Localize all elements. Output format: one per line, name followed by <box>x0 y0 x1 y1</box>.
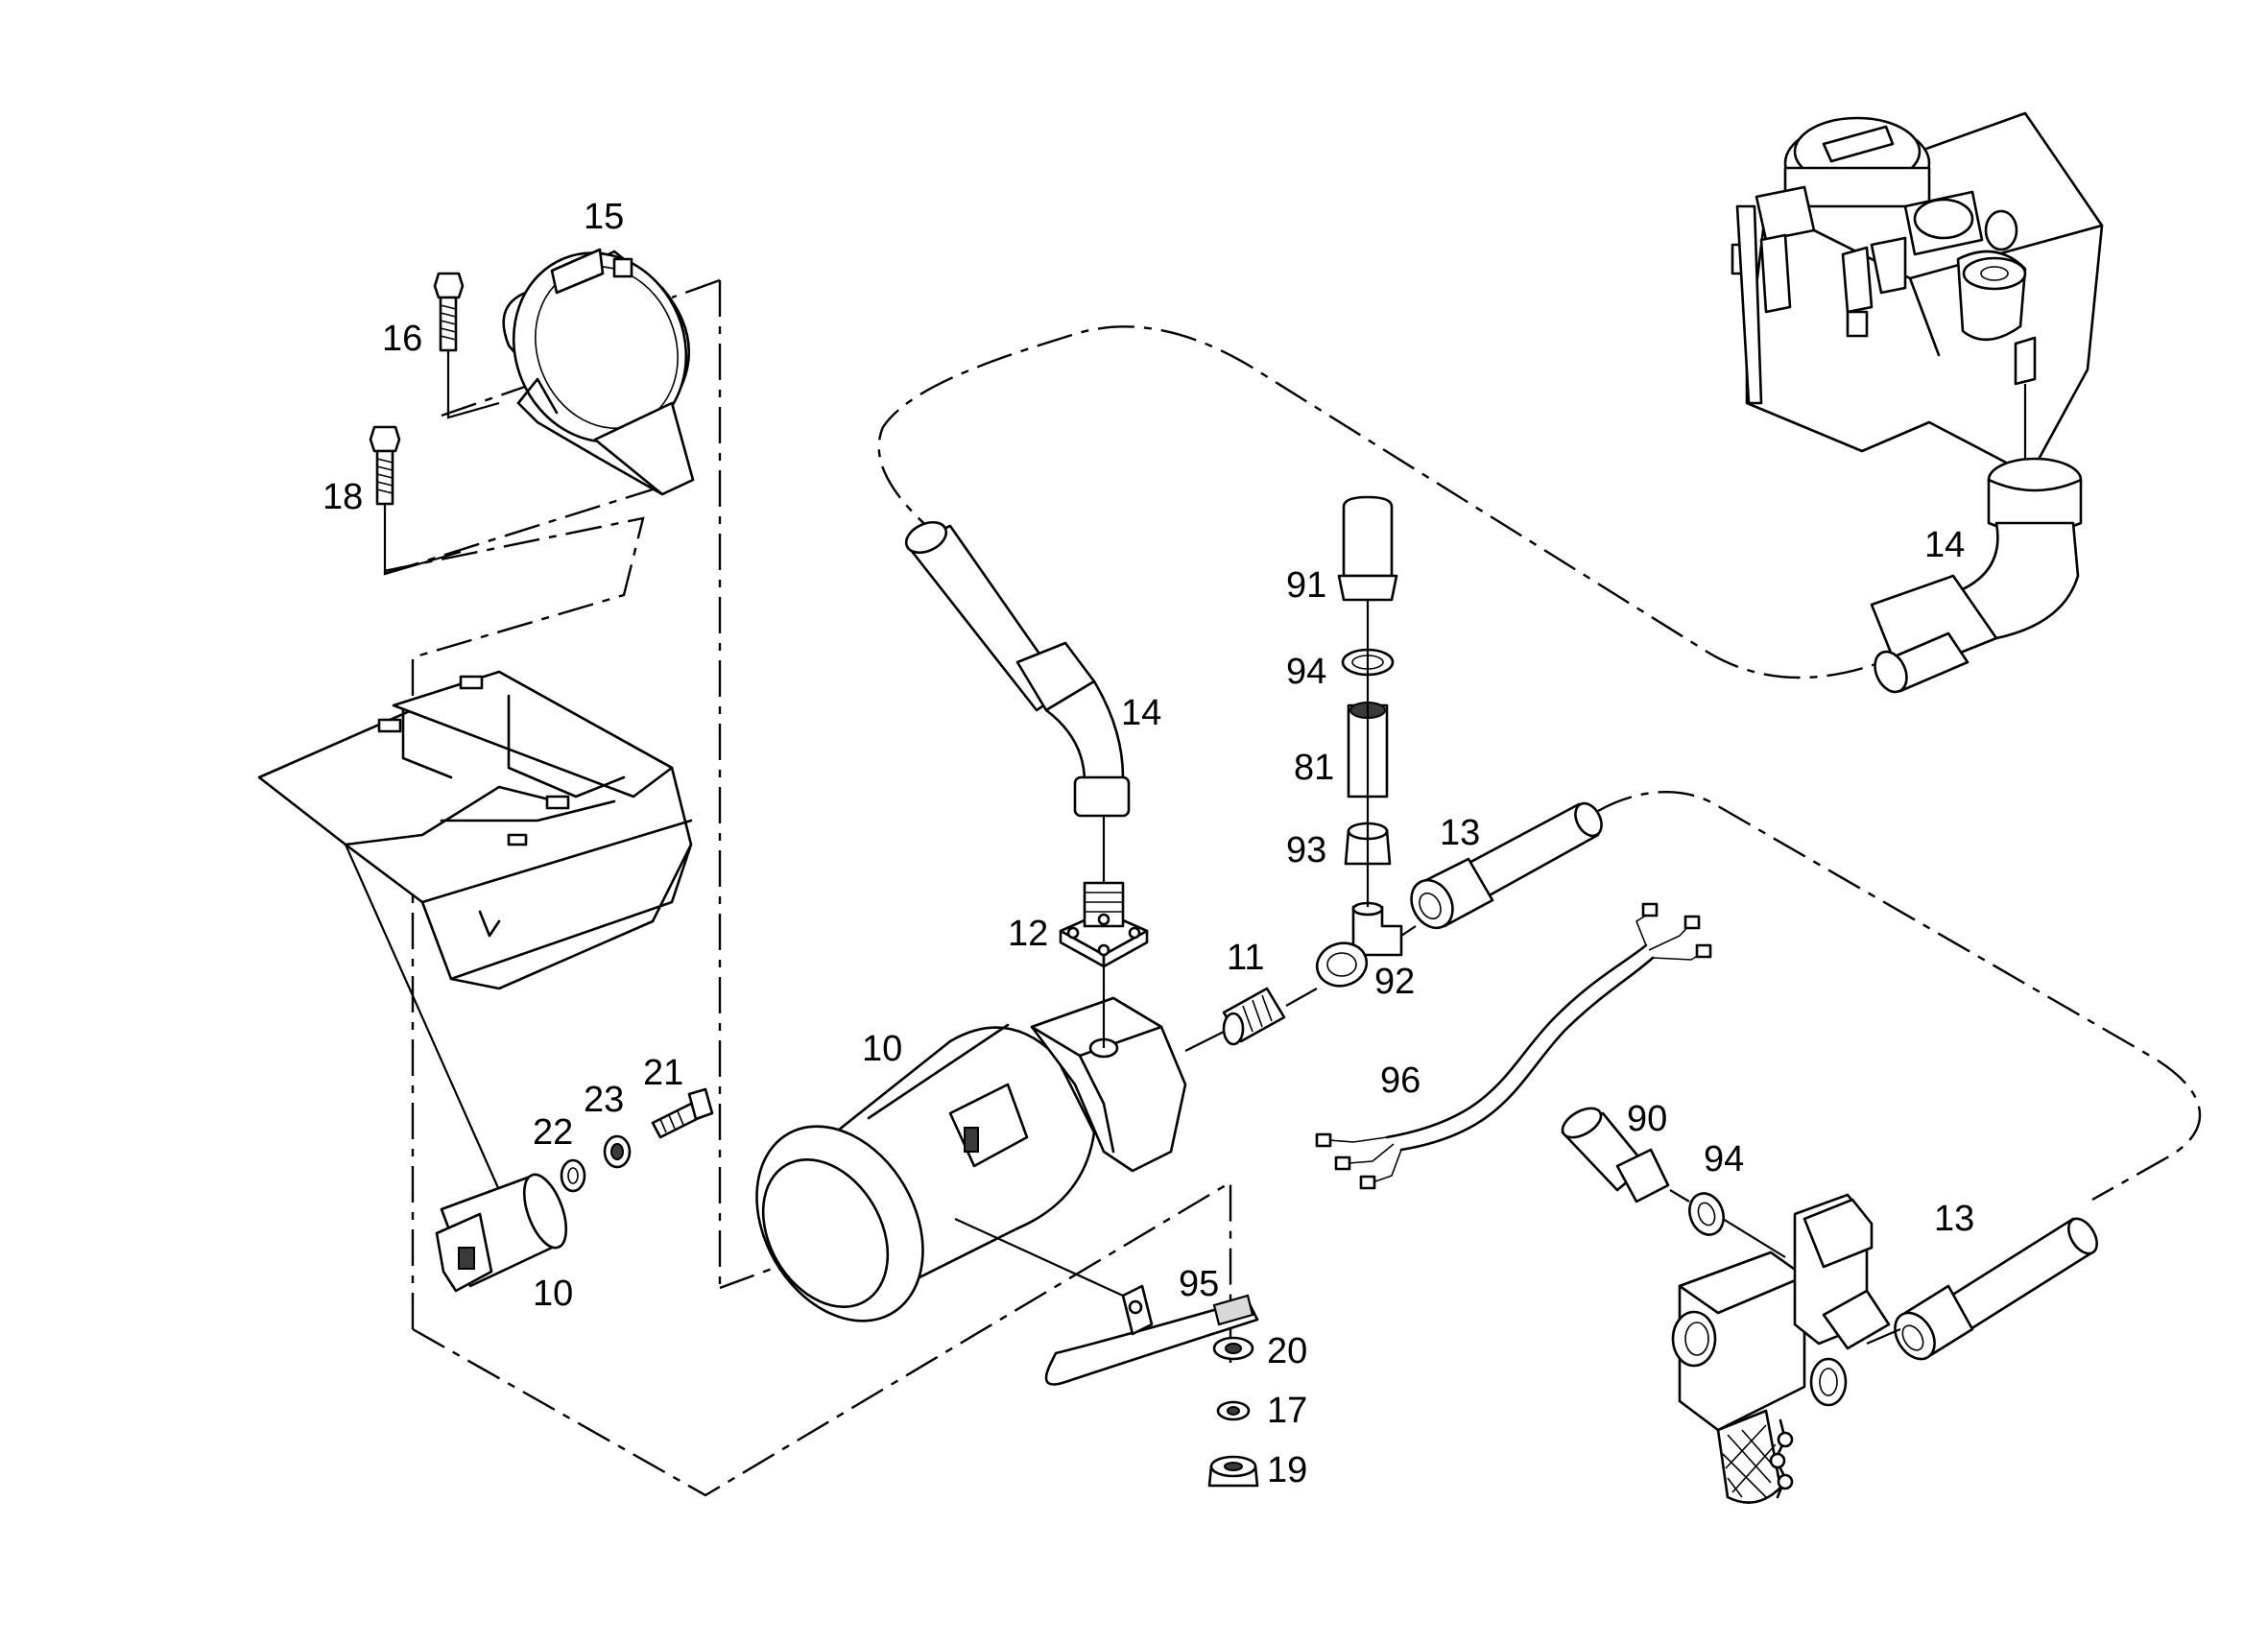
callout-95: 95 <box>1179 1264 1219 1304</box>
fuel-pump-inset <box>1731 111 2104 477</box>
callout-22: 22 <box>533 1112 573 1153</box>
motor-pump-10 <box>755 960 1225 1322</box>
washer-23 <box>603 1134 632 1169</box>
hose-14-left <box>904 520 1131 883</box>
callout-90: 90 <box>1627 1099 1667 1139</box>
flange-fitting-12 <box>1059 881 1149 968</box>
callout-91: 91 <box>1286 565 1326 606</box>
callout-23: 23 <box>584 1080 624 1120</box>
solenoid-10-small <box>435 1173 568 1293</box>
nozzle-90 <box>1561 1107 1670 1203</box>
adapter-11 <box>1222 987 1318 1046</box>
callout-10-small: 10 <box>533 1274 573 1314</box>
tee-fitting-92 <box>1315 600 1403 988</box>
callout-12: 12 <box>1008 914 1048 954</box>
callout-18: 18 <box>322 477 363 517</box>
seal-ring-94-bottom <box>1669 1189 1786 1258</box>
callout-21: 21 <box>643 1053 683 1093</box>
callout-14-left: 14 <box>1121 693 1161 733</box>
burner-housing-tray <box>257 670 693 1191</box>
hose-13-center <box>1400 801 1603 937</box>
callout-13-right: 13 <box>1934 1199 1974 1239</box>
callout-81: 81 <box>1294 748 1334 788</box>
callout-93: 93 <box>1286 830 1326 870</box>
washer-22 <box>560 1158 586 1193</box>
clamp-bracket-15 <box>502 248 695 496</box>
hose-14-right <box>1870 457 2083 694</box>
callout-20: 20 <box>1267 1331 1307 1371</box>
callout-96: 96 <box>1380 1060 1420 1101</box>
callout-16: 16 <box>382 319 422 359</box>
callout-17: 17 <box>1267 1391 1307 1431</box>
valve-block-assembly <box>1671 1193 1891 1504</box>
cable-harness-96 <box>1315 902 1712 1190</box>
screw-21 <box>651 1087 714 1139</box>
callout-92: 92 <box>1374 962 1415 1002</box>
callout-19: 19 <box>1267 1450 1307 1490</box>
callout-14-right: 14 <box>1924 525 1965 565</box>
callout-15: 15 <box>584 197 624 237</box>
bolt-16 <box>433 272 500 419</box>
lock-washer-17 <box>1216 1400 1251 1421</box>
ground-strap-95 <box>1044 1284 1259 1386</box>
callout-94-bottom: 94 <box>1704 1139 1744 1179</box>
callout-94-top: 94 <box>1286 652 1326 692</box>
callout-11: 11 <box>1227 938 1264 978</box>
washer-20 <box>1212 1336 1254 1361</box>
bolt-18 <box>369 425 462 576</box>
callout-labels: 15 16 18 91 94 81 93 13 14 14 12 11 92 1… <box>322 197 1974 1490</box>
hose-13-right <box>1866 1217 2098 1361</box>
nozzle-holder-91 <box>1337 495 1398 602</box>
callout-13-center: 13 <box>1440 813 1480 853</box>
callout-10-main: 10 <box>862 1029 902 1069</box>
nut-19 <box>1207 1455 1259 1488</box>
